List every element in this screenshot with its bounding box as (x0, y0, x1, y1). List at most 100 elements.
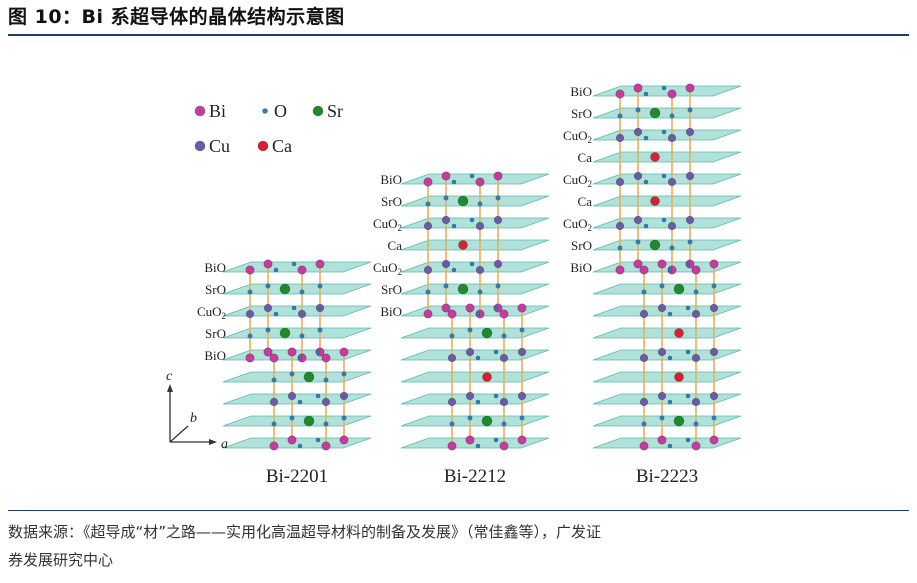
atom-o (643, 91, 649, 97)
atom-cu (709, 391, 719, 401)
atom-o (493, 305, 499, 311)
atom-o (667, 399, 673, 405)
atom-o (617, 113, 623, 119)
atom-o (667, 267, 673, 273)
atom-bi (493, 171, 503, 181)
atom-cu (465, 347, 475, 357)
layer-plane (592, 129, 742, 141)
atom-bi (639, 265, 649, 275)
figure-title: 图 10：Bi 系超导体的晶体结构示意图 (8, 6, 345, 28)
atom-o (467, 327, 473, 333)
atom-bi (709, 259, 719, 269)
atom-bi (657, 259, 667, 269)
atom-cu (269, 397, 279, 407)
atom-o (495, 195, 501, 201)
layer-label: SrO (205, 282, 226, 297)
atom-sr (673, 283, 685, 295)
atom-ca (458, 240, 468, 250)
atom-cu (691, 309, 701, 319)
atom-bi (475, 177, 485, 187)
layer-label: SrO (571, 106, 592, 121)
atom-sr (457, 283, 469, 295)
atom-o (687, 239, 693, 245)
layer-plane (592, 283, 742, 295)
atom-o (641, 421, 647, 427)
atom-cu (615, 133, 625, 143)
atom-cu (633, 171, 643, 181)
atom-o (425, 289, 431, 295)
atom-bi (441, 171, 451, 181)
atom-cu (639, 309, 649, 319)
layer-plane (400, 371, 550, 383)
atom-o (643, 179, 649, 185)
atom-sr (649, 107, 661, 119)
layer-plane (592, 349, 742, 361)
figure-header: 图 10：Bi 系超导体的晶体结构示意图 (8, 4, 345, 30)
atom-o (475, 355, 481, 361)
atom-sr (303, 371, 315, 383)
atom-bi (499, 441, 509, 451)
atom-o (449, 421, 455, 427)
atom-cu (633, 215, 643, 225)
legend-marker-sr (312, 105, 324, 117)
layer-label: SrO (205, 326, 226, 341)
atom-o (667, 355, 673, 361)
atom-o (643, 223, 649, 229)
atom-bi (447, 441, 457, 451)
layer-plane (400, 327, 550, 339)
layer-label: SrO (381, 194, 402, 209)
layer-label: CuO2 (197, 304, 226, 321)
atom-o (289, 371, 295, 377)
atom-sr (481, 327, 493, 339)
layer-plane (400, 173, 550, 185)
atom-cu (667, 221, 677, 231)
layer-plane (400, 305, 550, 317)
atom-o (451, 223, 457, 229)
atom-cu (633, 127, 643, 137)
atom-o (617, 245, 623, 251)
atom-bi (685, 83, 695, 93)
atom-bi (321, 441, 331, 451)
layer-label: CuO2 (373, 216, 402, 233)
layer-plane (592, 195, 742, 207)
atom-o (341, 371, 347, 377)
atom-o (469, 217, 475, 223)
atom-o (685, 349, 691, 355)
atom-o (477, 201, 483, 207)
legend-label-ca: Ca (272, 136, 292, 156)
atom-bi (667, 89, 677, 99)
layer-label: BiO (570, 84, 592, 99)
b-axis-line (169, 425, 189, 443)
a-axis-label: a (221, 437, 228, 452)
layer-plane (222, 437, 372, 449)
legend-label-cu: Cu (209, 136, 230, 156)
atom-cu (709, 303, 719, 313)
atom-cu (423, 221, 433, 231)
layer-plane (400, 239, 550, 251)
atom-bi (691, 441, 701, 451)
layer-plane (400, 261, 550, 273)
atom-cu (287, 391, 297, 401)
layer-label: SrO (381, 282, 402, 297)
atom-o (247, 289, 253, 295)
structures-group: BiOSrOCuO2SrOBiOBi-2201BiOSrOCuO2CaCuO2S… (197, 83, 742, 487)
legend-marker-o (262, 108, 268, 114)
layer-plane (592, 107, 742, 119)
atom-o (451, 179, 457, 185)
atom-cu (339, 391, 349, 401)
layer-label: BiO (380, 304, 402, 319)
atom-bi (615, 265, 625, 275)
atom-o (519, 327, 525, 333)
atom-o (475, 311, 481, 317)
layer-plane (400, 349, 550, 361)
atom-o (291, 305, 297, 311)
atom-bi (315, 259, 325, 269)
atom-o (641, 289, 647, 295)
atom-cu (685, 127, 695, 137)
structure-name: Bi-2201 (266, 466, 328, 487)
atom-o (635, 107, 641, 113)
atom-bi (447, 309, 457, 319)
atom-cu (657, 347, 667, 357)
atom-bi (517, 303, 527, 313)
